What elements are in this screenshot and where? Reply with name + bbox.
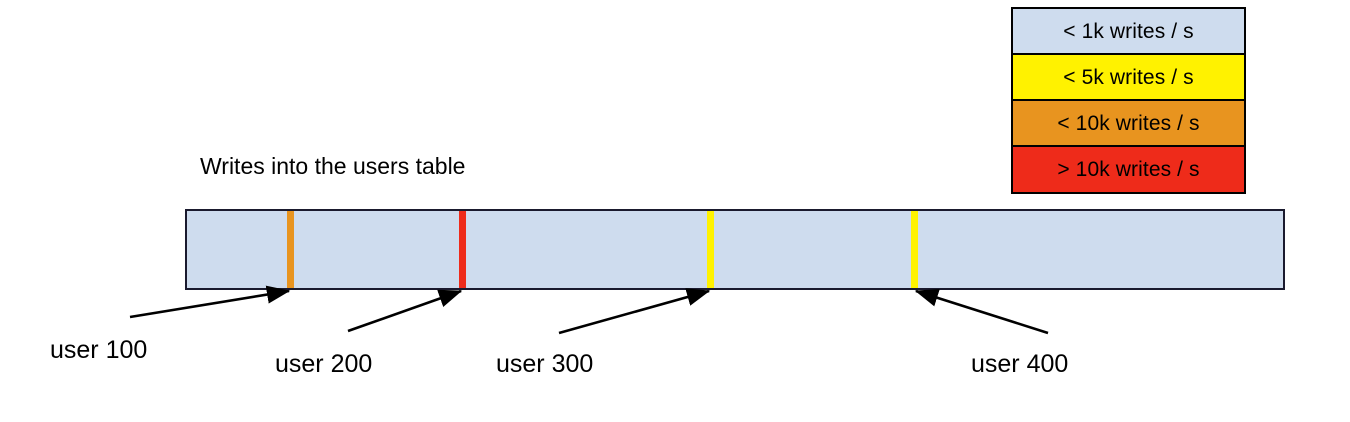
callout-arrow	[129, 285, 291, 319]
callout-label-user-300: user 300	[496, 350, 594, 378]
hotspot-stripe-user-400	[911, 211, 918, 288]
callout-label-user-400: user 400	[971, 350, 1069, 378]
legend-row-under-10k: < 10k writes / s	[1013, 101, 1244, 147]
callout-arrow	[347, 289, 463, 333]
callout-label-user-100: user 100	[50, 336, 148, 364]
legend-label-under-5k: < 5k writes / s	[1063, 65, 1194, 89]
legend-row-over-10k: > 10k writes / s	[1013, 147, 1244, 192]
legend-label-over-10k: > 10k writes / s	[1057, 158, 1200, 181]
legend-label-under-10k: < 10k writes / s	[1057, 111, 1200, 135]
users-table-bar	[185, 209, 1285, 290]
chart-title: Writes into the users table	[200, 153, 466, 179]
legend-label-under-1k: < 1k writes / s	[1063, 19, 1194, 43]
legend: < 1k writes / s < 5k writes / s < 10k wr…	[1011, 7, 1246, 194]
legend-row-under-1k: < 1k writes / s	[1013, 9, 1244, 55]
hotspot-stripe-user-300	[707, 211, 714, 288]
hotspot-stripe-user-100	[287, 211, 294, 288]
callout-label-user-200: user 200	[275, 350, 373, 378]
legend-row-under-5k: < 5k writes / s	[1013, 55, 1244, 101]
callout-arrow	[558, 288, 711, 335]
hotspot-stripe-user-200	[459, 211, 466, 288]
callout-arrow	[914, 289, 1049, 335]
